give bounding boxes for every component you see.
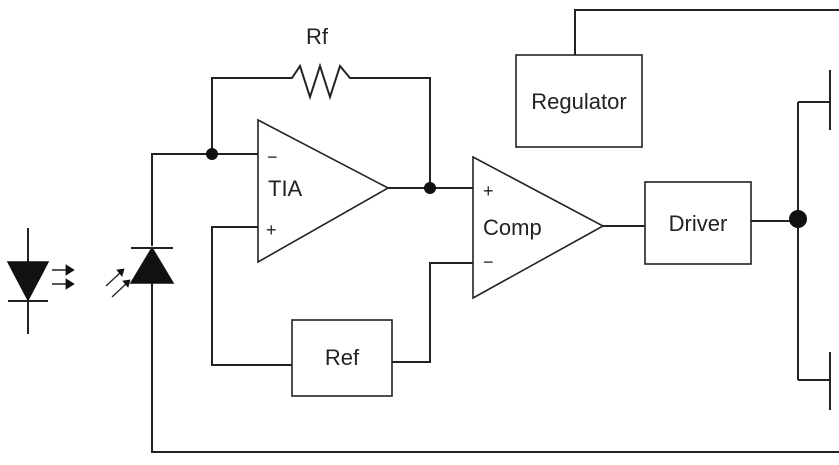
driver-block <box>644 181 752 265</box>
regulator-supply-wire <box>574 9 839 55</box>
junction-dot <box>424 182 436 194</box>
regulator-label: Regulator <box>531 89 626 114</box>
junction-dot <box>206 148 218 160</box>
junction-dot <box>789 210 807 228</box>
photodiode-icon <box>105 246 175 298</box>
driver-label: Driver <box>669 211 728 236</box>
comp-label: Comp <box>483 215 542 240</box>
feedback-wire <box>211 62 431 188</box>
ref-block <box>291 319 393 397</box>
comp-minus-sign: − <box>483 252 494 272</box>
regulator-block <box>515 54 643 148</box>
tia-opamp <box>257 118 390 264</box>
tia-plus-sign: + <box>266 220 277 240</box>
rf-label: Rf <box>306 24 329 49</box>
pd-cathode-wire <box>151 153 258 246</box>
tia-minus-sign: − <box>267 147 278 167</box>
pd-anode-wire <box>151 282 839 453</box>
comparator <box>472 155 605 300</box>
ref-out-wire <box>392 262 473 363</box>
comp-plus-sign: + <box>483 181 494 201</box>
tia-label: TIA <box>268 176 303 201</box>
tia-plus-ref-wire <box>211 226 292 366</box>
led-icon <box>6 228 75 334</box>
ref-label: Ref <box>325 345 360 370</box>
